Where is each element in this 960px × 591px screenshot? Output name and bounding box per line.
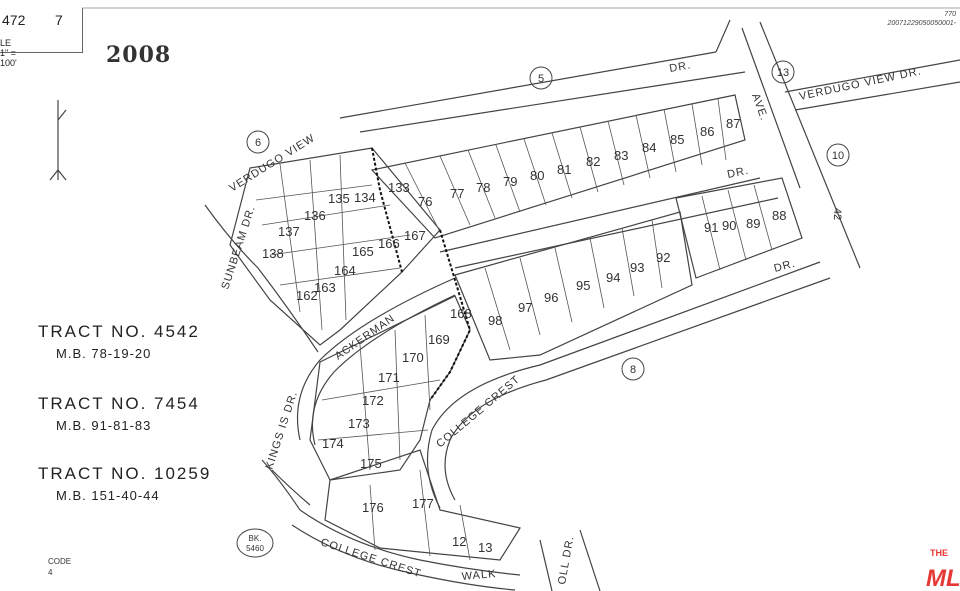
lot-87: 87 <box>726 116 740 131</box>
lot-82: 82 <box>586 154 600 169</box>
code-block: CODE 4 <box>48 556 71 578</box>
lot-76: 76 <box>418 194 432 209</box>
mls-logo: THE MLS <box>926 548 960 591</box>
lot-78: 78 <box>476 180 490 195</box>
lot-174: 174 <box>322 436 344 451</box>
road-label-knoll: OLL DR. <box>556 535 576 586</box>
lot-84: 84 <box>642 140 656 155</box>
block-42: 42 <box>831 208 843 220</box>
sheet-number: 7 <box>55 12 63 28</box>
lot-98: 98 <box>488 313 502 328</box>
tract-name: TRACT NO. 10259 <box>38 464 212 483</box>
block-13: 13 <box>777 67 789 79</box>
tract-name: TRACT NO. 7454 <box>38 394 200 413</box>
tract-name: TRACT NO. 4542 <box>38 322 200 341</box>
block-8: 8 <box>630 364 636 376</box>
lot-164: 164 <box>334 263 356 278</box>
lot-81: 81 <box>557 162 571 177</box>
lot-93: 93 <box>630 260 644 275</box>
map-year: 2008 <box>106 42 172 68</box>
road-label-college-crest-mid: COLLEGE CREST <box>434 373 522 450</box>
road-label-walk: WALK <box>461 568 497 583</box>
lot-94: 94 <box>606 270 620 285</box>
lot-167: 167 <box>404 228 426 243</box>
lot-162: 162 <box>296 288 318 303</box>
tract-10259: TRACT NO. 10259 M.B. 151-40-44 <box>38 464 211 503</box>
lot-134: 134 <box>354 190 376 205</box>
book-ref-line1: BK. <box>249 534 262 543</box>
lot-86: 86 <box>700 124 714 139</box>
lot-83: 83 <box>614 148 628 163</box>
lot-89: 89 <box>746 216 760 231</box>
block-6: 6 <box>255 137 261 149</box>
document-id-line1: 770 <box>944 11 956 18</box>
document-id-line2: 20071229050050001- <box>887 20 956 27</box>
tract-map-book: M.B. 151-40-44 <box>56 488 160 503</box>
lot-95: 95 <box>576 278 590 293</box>
lot-13: 13 <box>478 540 492 555</box>
lot-88: 88 <box>772 208 786 223</box>
tract-4542: TRACT NO. 4542 M.B. 78-19-20 <box>38 322 200 361</box>
lot-85: 85 <box>670 132 684 147</box>
lot-138: 138 <box>262 246 284 261</box>
book-ref-line2: 5460 <box>246 544 264 553</box>
road-label-kingsley: KINGS IS DR. <box>263 390 300 471</box>
block-10: 10 <box>832 150 844 162</box>
lot-80: 80 <box>530 168 544 183</box>
page-number: 472 <box>2 12 26 28</box>
lot-90: 90 <box>722 218 736 233</box>
block-5: 5 <box>538 73 544 85</box>
lot-92: 92 <box>656 250 670 265</box>
tract-7454: TRACT NO. 7454 M.B. 91-81-83 <box>38 394 200 433</box>
road-label-dr-lower: DR. <box>773 258 797 275</box>
lot-165: 165 <box>352 244 374 259</box>
scale-label: LE 1" = 100' <box>0 38 17 68</box>
lot-133: 133 <box>388 180 410 195</box>
lot-137: 137 <box>278 224 300 239</box>
road-label-dr-top: DR. <box>668 59 692 75</box>
lot-176: 176 <box>362 500 384 515</box>
lot-172: 172 <box>362 393 384 408</box>
lot-166: 166 <box>378 236 400 251</box>
road-label-ackerman: ACKERMAN <box>333 312 398 362</box>
page-reference-box <box>0 8 83 53</box>
lot-169: 169 <box>428 332 450 347</box>
road-label-verdugo-view-left: VERDUGO VIEW <box>227 132 317 195</box>
lot-163: 163 <box>314 280 336 295</box>
code-label: CODE <box>48 557 72 566</box>
lot-175: 175 <box>360 456 382 471</box>
lot-177: 177 <box>412 496 434 511</box>
lot-173: 173 <box>348 416 370 431</box>
svg-text:THE: THE <box>930 548 948 558</box>
tract-map-book: M.B. 78-19-20 <box>56 346 152 361</box>
lot-135: 135 <box>328 191 350 206</box>
lot-171: 171 <box>378 370 400 385</box>
road-label-dr-mid: DR. <box>726 165 750 181</box>
road-label-sunbeam: SUNBEAM DR. <box>219 204 257 291</box>
lot-136: 136 <box>304 208 326 223</box>
lot-79: 79 <box>503 174 517 189</box>
lot-168: 168 <box>450 306 472 321</box>
document-id: 770 20071229050050001- <box>887 10 956 28</box>
tract-map-book: M.B. 91-81-83 <box>56 418 152 433</box>
lot-12: 12 <box>452 534 466 549</box>
lot-97: 97 <box>518 300 532 315</box>
svg-text:MLS: MLS <box>926 565 960 591</box>
lot-77: 77 <box>450 186 464 201</box>
lot-170: 170 <box>402 350 424 365</box>
lot-91: 91 <box>704 220 718 235</box>
code-value: 4 <box>48 568 53 577</box>
road-label-verdugo-view-right: VERDUGO VIEW DR. <box>798 65 923 103</box>
lot-96: 96 <box>544 290 558 305</box>
